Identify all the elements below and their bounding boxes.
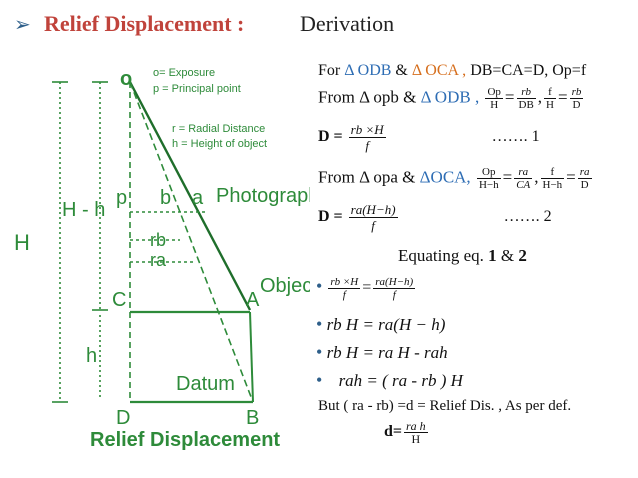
- legend-radial-distance: r = Radial Distance: [172, 123, 265, 135]
- label-A: A: [246, 289, 260, 311]
- label-H-minus-h: H - h: [62, 199, 105, 221]
- bullet-equation-3: • rb H = ra H - rah: [316, 342, 448, 362]
- bullet-equation-4: • rah = ( ra - rb ) H: [316, 370, 463, 390]
- label-p: p: [116, 187, 127, 209]
- bullet-icon: •: [316, 314, 323, 334]
- bullet-icon: •: [316, 342, 323, 362]
- label-D: D: [116, 407, 130, 429]
- bullet-equation-2: • rb H = ra(H − h): [316, 314, 446, 334]
- relief-displacement-diagram: o o= Exposure p = Principal point r = Ra…: [14, 67, 310, 450]
- slide-title: Relief Displacement :: [44, 11, 245, 36]
- equating-line: Equating eq. 1 & 2: [398, 246, 527, 265]
- label-rb: rb: [150, 230, 166, 250]
- bullet-icon: •: [316, 370, 323, 390]
- line-for: For Δ ODB & Δ OCA , DB=CA=D, Op=f: [318, 62, 587, 79]
- legend-exposure: o= Exposure: [153, 67, 215, 79]
- label-o: o: [120, 68, 132, 90]
- legend-principal-point: p = Principal point: [153, 83, 241, 95]
- title-arrow-icon: ➢: [14, 14, 31, 36]
- label-datum: Datum: [176, 373, 235, 395]
- ray-o-A: [128, 81, 252, 311]
- equation-2: D = ra(H−h)f ……. 2: [318, 202, 552, 233]
- definition-line: But ( ra - rb) =d = Relief Dis. , As per…: [318, 398, 572, 414]
- slide-subtitle: Derivation: [300, 11, 395, 36]
- label-H: H: [14, 230, 30, 255]
- label-C: C: [112, 289, 126, 311]
- label-ra: ra: [150, 250, 167, 270]
- label-a: a: [192, 187, 204, 209]
- ray-o-B: [129, 81, 254, 403]
- label-B: B: [246, 407, 259, 429]
- label-h: h: [86, 345, 97, 367]
- object-line: [249, 311, 254, 403]
- label-object: Object: [260, 275, 310, 297]
- label-b: b: [160, 187, 171, 209]
- bullet-icon: •: [316, 276, 323, 297]
- label-photograph: Photograph: [216, 185, 310, 207]
- legend-height: h = Height of object: [172, 138, 267, 150]
- diagram-caption: Relief Displacement: [90, 429, 280, 450]
